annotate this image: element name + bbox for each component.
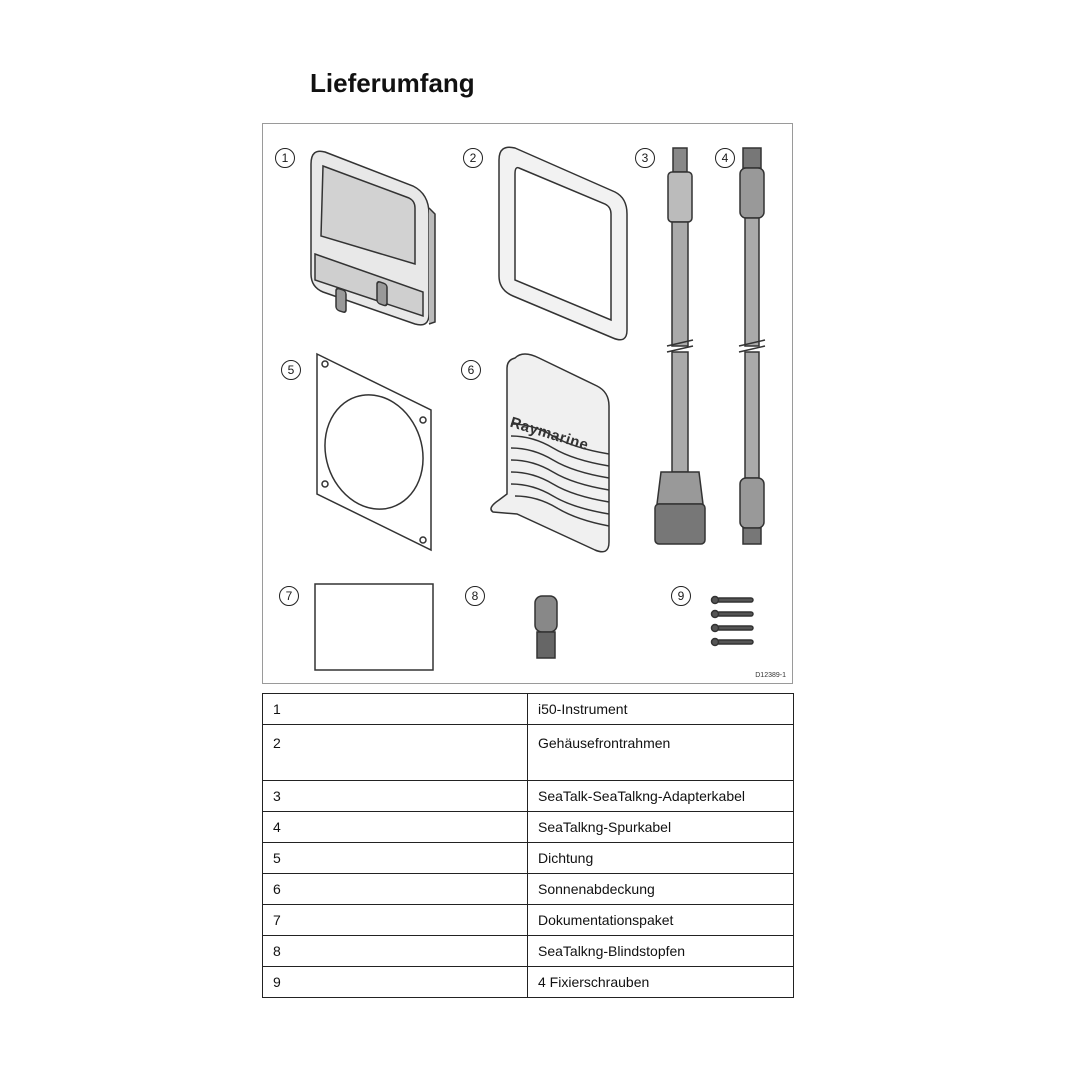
table-row: 9 4 Fixierschrauben [262, 966, 794, 998]
part-number: 8 [262, 935, 528, 967]
part-number: 4 [262, 811, 528, 843]
callout-5: 5 [281, 360, 301, 380]
part-name: Dokumentationspaket [527, 904, 794, 936]
blanking-plug-drawing [534, 595, 558, 659]
table-row: 7 Dokumentationspaket [262, 904, 794, 936]
figure-code: D12389-1 [755, 672, 786, 679]
part-name: i50-Instrument [527, 693, 794, 725]
instrument-drawing [310, 150, 436, 326]
callout-4: 4 [715, 148, 735, 168]
part-number: 1 [262, 693, 528, 725]
table-row: 4 SeaTalkng-Spurkabel [262, 811, 794, 843]
gasket-drawing [316, 352, 432, 552]
bezel-drawing [498, 146, 628, 341]
part-number: 7 [262, 904, 528, 936]
callout-7: 7 [279, 586, 299, 606]
table-row: 5 Dichtung [262, 842, 794, 874]
part-name: SeaTalkng-Blindstopfen [527, 935, 794, 967]
part-number: 9 [262, 966, 528, 998]
part-name: 4 Fixierschrauben [527, 966, 794, 998]
part-name: Gehäusefrontrahmen [527, 724, 794, 781]
adapter-cable-drawing [654, 147, 706, 545]
part-name: Sonnenabdeckung [527, 873, 794, 905]
spur-cable-drawing [738, 147, 766, 545]
part-number: 3 [262, 780, 528, 812]
callout-6: 6 [461, 360, 481, 380]
parts-table: 1 i50-Instrument 2 Gehäusefrontrahmen 3 … [262, 693, 794, 998]
callout-3: 3 [635, 148, 655, 168]
callout-2: 2 [463, 148, 483, 168]
screws-drawing [710, 595, 754, 647]
part-number: 5 [262, 842, 528, 874]
part-name: Dichtung [527, 842, 794, 874]
table-row: 2 Gehäusefrontrahmen [262, 724, 794, 781]
table-row: 6 Sonnenabdeckung [262, 873, 794, 905]
parts-illustration: Raymarine 1 2 3 4 5 6 7 8 9 D12389-1 [262, 123, 793, 684]
suncover-drawing [490, 353, 610, 553]
page-title: Lieferumfang [310, 68, 475, 98]
callout-8: 8 [465, 586, 485, 606]
part-number: 2 [262, 724, 528, 781]
part-name: SeaTalkng-Spurkabel [527, 811, 794, 843]
table-row: 1 i50-Instrument [262, 693, 794, 725]
documentation-drawing [314, 583, 434, 671]
callout-1: 1 [275, 148, 295, 168]
table-row: 3 SeaTalk-SeaTalkng-Adapterkabel [262, 780, 794, 812]
parts-drawing [310, 146, 766, 671]
part-name: SeaTalk-SeaTalkng-Adapterkabel [527, 780, 794, 812]
table-row: 8 SeaTalkng-Blindstopfen [262, 935, 794, 967]
part-number: 6 [262, 873, 528, 905]
callout-9: 9 [671, 586, 691, 606]
